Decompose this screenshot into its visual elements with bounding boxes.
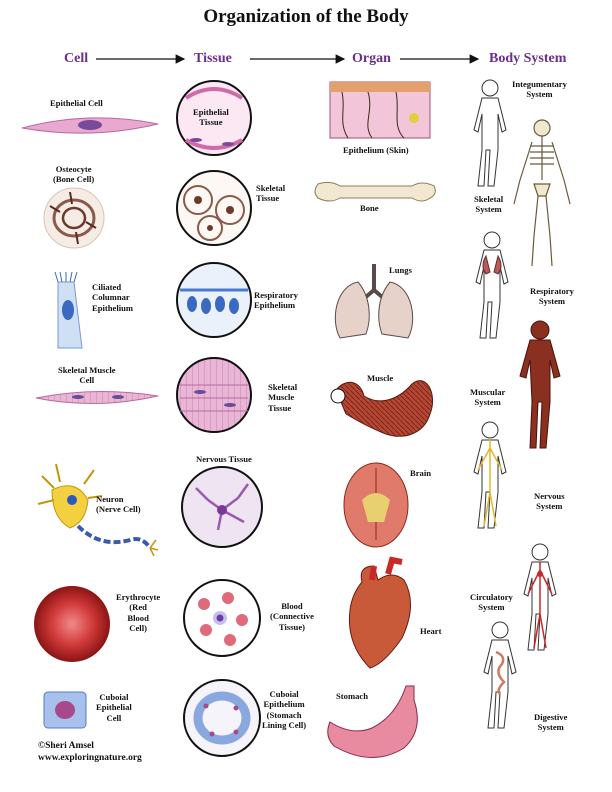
column-header-cell: Cell xyxy=(64,51,89,66)
skeletal-tissue-image xyxy=(176,170,252,246)
bone-image xyxy=(314,181,436,202)
digestive-system-image xyxy=(483,621,517,729)
organ-label: Epithelium (Skin) xyxy=(343,145,409,155)
respiratory-epithelium-image xyxy=(176,262,252,338)
organ-label: Heart xyxy=(420,626,442,636)
column-header-tissue: Tissue xyxy=(194,51,232,66)
epithelial-cell-image xyxy=(21,117,159,134)
organ-label: Muscle xyxy=(367,373,394,383)
organ-label: Bone xyxy=(360,203,379,213)
circulatory-system-image xyxy=(523,543,557,651)
organ-label: Lungs xyxy=(389,265,412,275)
osteocyte-image xyxy=(43,187,105,249)
column-header-organ: Organ xyxy=(352,51,391,66)
page-title: Organization of the Body xyxy=(203,6,409,27)
organ-label: Brain xyxy=(410,468,432,478)
neuron-image xyxy=(37,463,159,557)
lungs-image xyxy=(334,264,414,339)
organ-label: Stomach xyxy=(336,691,368,701)
credit: ©Sheri Amsel www.exploringnature.org xyxy=(38,740,142,765)
heart-image xyxy=(348,556,411,669)
nervous-tissue-image xyxy=(181,466,263,548)
epithelial-tissue-image xyxy=(176,80,252,156)
skin-image xyxy=(329,81,431,139)
ciliated-columnar-image xyxy=(54,271,83,349)
cell-label: Osteocyte(Bone Cell) xyxy=(53,164,95,185)
respiratory-system-image xyxy=(475,231,509,339)
integumentary-system-image xyxy=(473,79,507,187)
nervous-system-image xyxy=(473,421,507,529)
muscle-tissue-image xyxy=(176,357,252,433)
muscle-image xyxy=(330,380,434,437)
cell-label: Neuron(Nerve Cell) xyxy=(96,494,141,515)
erythrocyte-image xyxy=(34,586,110,662)
brain-image xyxy=(343,462,409,548)
cuboidal-epithelium-image xyxy=(183,679,261,757)
credit-site[interactable]: www.exploringnature.org xyxy=(38,753,142,764)
cell-label: Epithelial Cell xyxy=(50,98,103,108)
skeletal-system-image xyxy=(513,119,571,267)
muscular-system-image xyxy=(519,320,561,449)
stomach-image xyxy=(327,685,418,758)
column-header-body-system: Body System xyxy=(489,51,567,66)
credit-author: ©Sheri Amsel xyxy=(38,741,94,751)
tissue-label: Nervous Tissue xyxy=(196,454,252,464)
skeletal-muscle-cell-image xyxy=(35,390,159,404)
blood-tissue-image xyxy=(183,579,261,657)
cuboidal-cell-image xyxy=(43,691,87,729)
